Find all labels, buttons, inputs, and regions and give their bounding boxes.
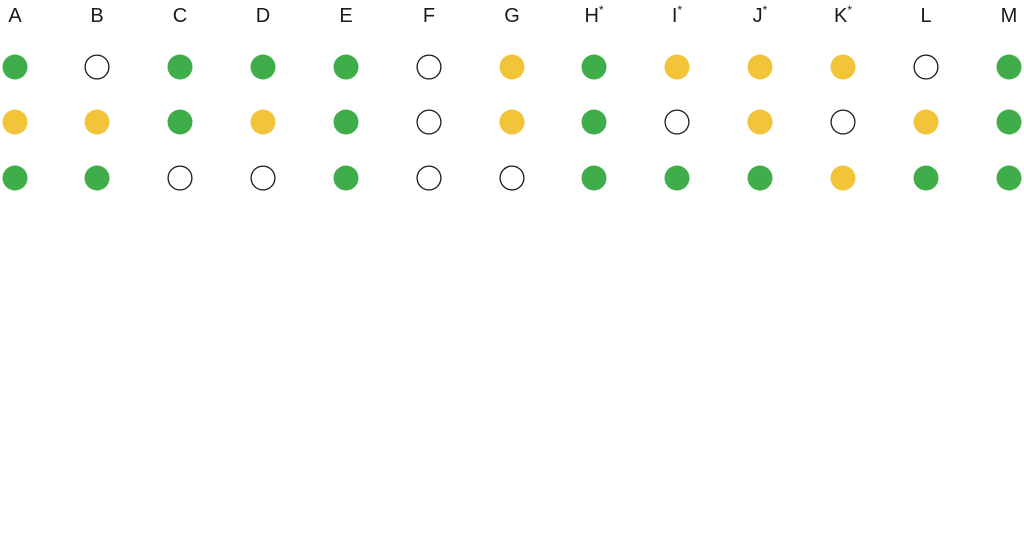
status-dot-yellow [2, 109, 28, 135]
status-dot-green [581, 165, 607, 191]
column-header-e: E [339, 5, 352, 27]
status-dot-empty [499, 165, 525, 191]
column-header-label: D [256, 5, 270, 27]
column-header-label: K [834, 5, 848, 27]
column-header-label: M [1001, 5, 1018, 27]
status-dot-green [333, 165, 359, 191]
status-dot-green [250, 54, 276, 80]
status-dot-green [333, 109, 359, 135]
status-dot-empty [167, 165, 193, 191]
status-dot-green [84, 165, 110, 191]
status-dot-green [996, 165, 1022, 191]
status-dot-green [2, 165, 28, 191]
status-dot-empty [416, 54, 442, 80]
status-dot-green [747, 165, 773, 191]
column-header-label: A [8, 5, 22, 27]
status-dot-green [581, 54, 607, 80]
column-header-a: A [8, 5, 22, 27]
column-header-label: C [173, 5, 187, 27]
column-header-label: I [672, 5, 678, 27]
status-dot-empty [84, 54, 110, 80]
column-header-label: B [90, 5, 103, 27]
status-dot-yellow [499, 109, 525, 135]
column-header-f: F [423, 5, 435, 27]
column-header-c: C [173, 5, 187, 27]
status-dot-green [167, 54, 193, 80]
status-dot-green [996, 54, 1022, 80]
status-dot-green [167, 109, 193, 135]
status-dot-empty [913, 54, 939, 80]
column-header-b: B [90, 5, 103, 27]
status-dot-yellow [747, 54, 773, 80]
asterisk-mark: * [763, 3, 768, 17]
status-dot-yellow [250, 109, 276, 135]
column-header-d: D [256, 5, 270, 27]
status-dot-empty [416, 109, 442, 135]
status-dot-yellow [830, 54, 856, 80]
status-dot-empty [250, 165, 276, 191]
status-dot-empty [830, 109, 856, 135]
column-header-h: H* [584, 3, 603, 27]
status-dot-green [333, 54, 359, 80]
status-dot-yellow [664, 54, 690, 80]
status-dot-empty [416, 165, 442, 191]
column-header-m: M [1001, 5, 1018, 27]
status-dot-green [2, 54, 28, 80]
column-header-label: F [423, 5, 435, 27]
status-dot-yellow [830, 165, 856, 191]
asterisk-mark: * [599, 3, 604, 17]
column-header-l: L [920, 5, 931, 27]
status-dot-yellow [84, 109, 110, 135]
column-header-label: J [753, 5, 763, 27]
column-header-k: K* [834, 3, 852, 27]
status-dot-yellow [499, 54, 525, 80]
column-header-i: I* [672, 3, 683, 27]
status-dot-yellow [747, 109, 773, 135]
status-dot-empty [664, 109, 690, 135]
column-header-label: H [584, 5, 598, 27]
status-dot-green [913, 165, 939, 191]
status-dot-green [581, 109, 607, 135]
column-header-label: L [920, 5, 931, 27]
asterisk-mark: * [847, 3, 852, 17]
column-header-label: E [339, 5, 352, 27]
status-dots [2, 54, 1022, 191]
status-dot-green [664, 165, 690, 191]
status-dot-yellow [913, 109, 939, 135]
column-header-label: G [504, 5, 520, 27]
asterisk-mark: * [677, 3, 682, 17]
column-header-j: J* [753, 3, 768, 27]
status-dot-green [996, 109, 1022, 135]
column-header-g: G [504, 5, 520, 27]
